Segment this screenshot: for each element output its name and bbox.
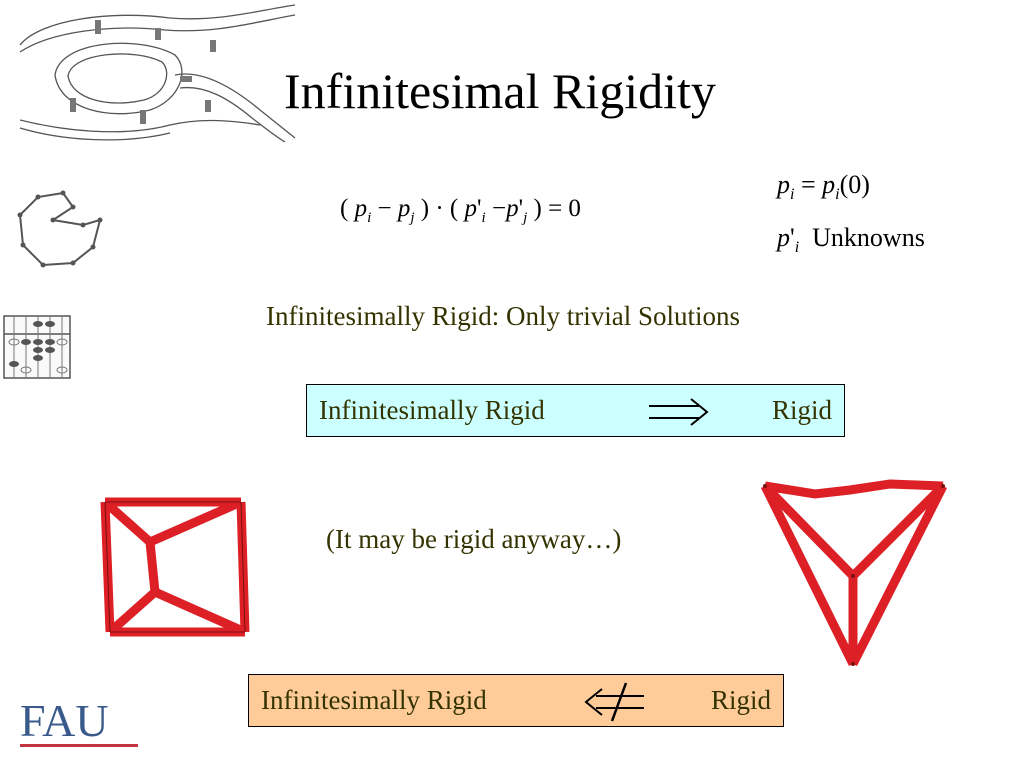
unknowns-label: Unknowns [812, 223, 925, 252]
red-framework-square [100, 497, 250, 637]
unknowns-line: p'i Unknowns [777, 223, 925, 257]
konigsberg-bridges-sketch [19, 4, 296, 143]
non-implication-left-label: Infinitesimally Rigid [261, 685, 487, 715]
slide-title: Infinitesimal Rigidity [284, 63, 716, 119]
non-implication-right-label: Rigid [710, 685, 771, 715]
fau-logo: FAU [20, 695, 138, 747]
implies-arrow-icon [649, 398, 709, 426]
implication-box: Infinitesimally Rigid Rigid [306, 384, 845, 437]
implication-left-label: Infinitesimally Rigid [319, 395, 545, 425]
non-implication-box: Infinitesimally Rigid Rigid [248, 674, 784, 727]
rigid-anyway-note: (It may be rigid anyway…) [326, 524, 622, 554]
polygon-linkage-sketch [17, 190, 103, 268]
red-framework-triangle [760, 479, 948, 667]
abacus-sketch [3, 315, 71, 379]
initial-position-equation: pi = pi(0) [777, 170, 870, 204]
rigid-definition: Infinitesimally Rigid: Only trivial Solu… [266, 301, 740, 331]
implication-right-label: Rigid [771, 395, 832, 425]
not-implied-arrow-icon [584, 682, 644, 722]
svg-text:FAU: FAU [20, 695, 109, 746]
rigidity-equation: ( pi − pj ) · ( p'i −p'j ) = 0 [340, 195, 581, 226]
